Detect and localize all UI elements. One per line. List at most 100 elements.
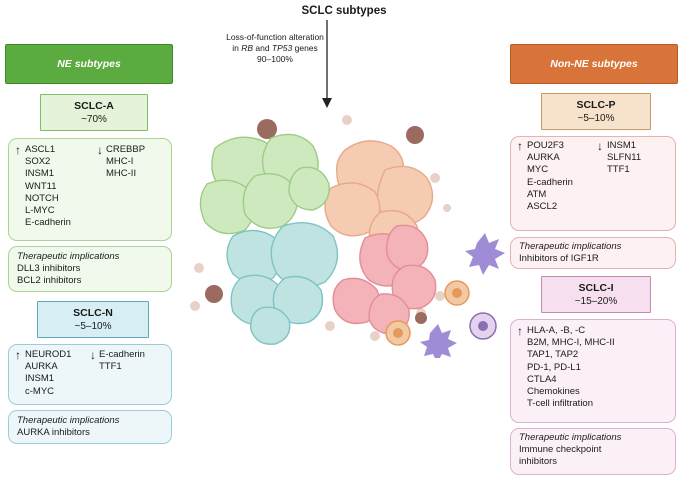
brown-sphere	[257, 119, 277, 139]
marker: SLFN11	[607, 152, 642, 164]
sclc-a-percent: ~70%	[81, 113, 107, 125]
marker: AURKA	[527, 152, 560, 164]
dendritic-cell	[420, 324, 457, 358]
marker: NEUROD1	[25, 349, 72, 360]
marker: MHC-II	[106, 168, 137, 180]
marker: ATM	[527, 188, 547, 200]
therapy-heading: Therapeutic implications	[519, 241, 622, 252]
marker: NOTCH	[25, 192, 59, 204]
down-arrow-icon: ↓	[597, 139, 603, 153]
teal-cell	[250, 306, 291, 345]
immune-cell-nucleus	[393, 328, 403, 338]
marker: MHC-I	[106, 156, 134, 168]
subtitle-line-1: Loss-of-function alteration	[226, 32, 324, 42]
subtitle-and: and	[253, 43, 272, 53]
therapy-heading: Therapeutic implications	[519, 432, 622, 443]
marker: CTLA4	[527, 373, 557, 385]
marker: TTF1	[607, 164, 630, 176]
up-arrow-icon: ↑	[15, 348, 21, 362]
pink-cell	[332, 277, 381, 325]
subtitle-line-3: 90–100%	[257, 54, 293, 64]
particle	[443, 204, 451, 212]
therapy-item: DLL3 inhibitors	[17, 263, 81, 274]
marker: L-MYC	[25, 205, 55, 217]
ne-subtypes-banner: NE subtypes	[5, 44, 173, 84]
up-arrow-icon: ↑	[517, 139, 523, 153]
therapy-heading: Therapeutic implications	[17, 415, 120, 426]
teal-cell	[270, 222, 339, 289]
therapy-item: Immune checkpoint	[519, 444, 602, 455]
marker: CREBBP	[106, 144, 146, 155]
teal-cell	[226, 229, 283, 284]
dendritic-cell	[465, 233, 505, 275]
subtitle: Loss-of-function alteration in RB and TP…	[190, 32, 360, 65]
green-cell	[199, 179, 255, 235]
sclc-p-therapy-card: Therapeutic implications Inhibitors of I…	[510, 237, 676, 269]
down-pointer-arrow	[322, 20, 332, 108]
sclc-n-title-box: SCLC-N ~5–10%	[37, 301, 149, 338]
sclc-i-title-box: SCLC-I ~15–20%	[541, 276, 651, 313]
marker: TTF1	[99, 361, 122, 373]
sclc-p-title-box: SCLC-P ~5–10%	[541, 93, 651, 130]
sclc-n-therapy-card: Therapeutic implications AURKA inhibitor…	[8, 410, 172, 444]
pink-cell	[386, 224, 429, 271]
marker: T-cell infiltration	[527, 398, 593, 410]
teal-cell	[272, 275, 324, 325]
sclc-a-therapy-card: Therapeutic implications DLL3 inhibitors…	[8, 246, 172, 292]
marker: INSM1	[25, 168, 55, 180]
marker: ASCL2	[527, 201, 558, 213]
therapy-item: inhibitors	[519, 456, 558, 467]
down-arrow-icon: ↓	[90, 348, 96, 362]
particle	[435, 291, 445, 301]
pink-cell	[391, 264, 437, 310]
sclc-a-title-box: SCLC-A ~70%	[40, 94, 148, 131]
subtitle-tp53: TP53	[271, 43, 293, 53]
marker: B2M, MHC-I, MHC-II	[527, 337, 615, 349]
sclc-n-percent: ~5–10%	[74, 320, 112, 332]
sclc-n-markers-card: ↑ NEUROD1 AURKA INSM1 c-MYC ↓ E-cadherin…	[8, 344, 172, 405]
green-cell	[288, 166, 330, 211]
marker: HLA-A, -B, -C	[527, 325, 586, 336]
marker: POU2F3	[527, 140, 564, 151]
sclc-i-markers-card: ↑ HLA-A, -B, -C B2M, MHC-I, MHC-II TAP1,…	[510, 319, 676, 423]
particle	[430, 173, 440, 183]
marker: SOX2	[25, 156, 51, 168]
non-ne-subtypes-banner: Non-NE subtypes	[510, 44, 678, 84]
particle	[194, 263, 204, 273]
marker: WNT11	[25, 180, 57, 192]
particle	[370, 331, 380, 341]
marker: E-cadherin	[527, 176, 573, 188]
sclc-p-markers-card: ↑ POU2F3 AURKA MYC E-cadherin ATM ASCL2 …	[510, 136, 676, 231]
marker: INSM1	[25, 373, 55, 385]
therapy-item: AURKA inhibitors	[17, 427, 90, 438]
immune-cell-nucleus	[452, 288, 462, 298]
sclc-a-markers-card: ↑ ASCL1 SOX2 INSM1 WNT11 NOTCH L-MYC E-c…	[8, 138, 172, 241]
down-arrow-icon: ↓	[97, 143, 103, 157]
green-cell	[242, 173, 298, 229]
sclc-n-name: SCLC-N	[73, 306, 113, 319]
marker: c-MYC	[25, 385, 55, 397]
marker: ASCL1	[25, 144, 56, 155]
marker: INSM1	[607, 140, 637, 151]
subtitle-line-2: in RB and TP53 genes	[190, 43, 360, 54]
marker: PD-1, PD-L1	[527, 361, 581, 373]
subtitle-genes: genes	[292, 43, 318, 53]
particle	[190, 301, 200, 311]
sclc-p-name: SCLC-P	[576, 98, 616, 111]
therapy-heading: Therapeutic implications	[17, 251, 120, 262]
marker: E-cadherin	[99, 349, 145, 360]
brown-sphere	[415, 312, 427, 324]
marker: E-cadherin	[25, 217, 71, 229]
subtitle-in: in	[232, 43, 242, 53]
up-arrow-icon: ↑	[15, 143, 21, 157]
marker: MYC	[527, 164, 549, 176]
marker: Chemokines	[527, 386, 580, 398]
sclc-i-name: SCLC-I	[578, 281, 614, 294]
purple-nucleus	[478, 321, 488, 331]
sclc-a-name: SCLC-A	[74, 99, 114, 112]
marker: AURKA	[25, 361, 58, 373]
diagram-title: SCLC subtypes	[301, 5, 387, 17]
sclc-i-therapy-card: Therapeutic implications Immune checkpoi…	[510, 428, 676, 475]
tumor-illustration	[190, 115, 505, 358]
subtitle-rb: RB	[241, 43, 254, 53]
